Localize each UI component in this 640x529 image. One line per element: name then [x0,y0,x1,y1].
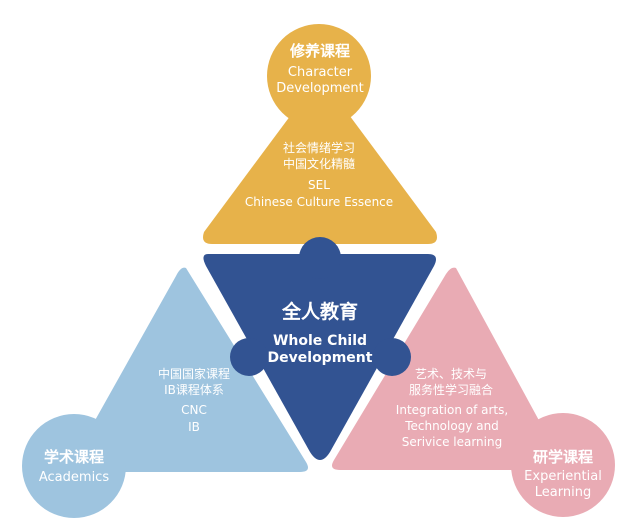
academics-body-line2: IB课程体系 [164,382,224,397]
experiential-body-line2: 服务性学习融合 [409,382,493,397]
character-title-cn: 修养课程 [289,42,350,60]
character-development-segment [203,24,437,244]
experiential-learning-triangle [332,267,566,470]
experiential-learning-bubble [511,413,615,517]
character-development-bubble [267,24,371,128]
whole-child-title-en-line2: Development [268,350,373,366]
academics-body-line1: 中国国家课程 [158,366,230,381]
experiential-title-en-line2: Learning [535,485,591,500]
whole-child-center [203,237,436,460]
experiential-title-en-line1: Experiential [524,469,602,484]
academics-segment [22,267,308,518]
character-title-en-line1: Character [288,65,353,80]
puzzle-knob-right [373,338,411,376]
experiential-learning-segment [332,267,615,517]
character-body-line4: Chinese Culture Essence [245,195,393,209]
experiential-title-cn: 研学课程 [533,448,593,466]
academics-bubble [22,414,126,518]
puzzle-knob-left [230,338,268,376]
character-title-en-line2: Development [276,81,364,96]
experiential-body-line1: 艺术、技术与 [415,367,487,381]
experiential-body-line5: Serivice learning [402,435,502,449]
experiential-body-line4: Technology and [404,419,499,433]
academics-body-line4: IB [188,420,200,434]
puzzle-knob-top [299,237,341,279]
whole-child-inverted-triangle [203,254,436,460]
whole-child-title-cn: 全人教育 [281,300,358,323]
academics-title-cn: 学术课程 [44,448,104,466]
character-development-triangle [203,100,437,244]
academics-title-en: Academics [39,470,109,485]
character-body-line1: 社会情绪学习 [283,140,355,155]
character-body-line2: 中国文化精髓 [283,156,355,171]
whole-child-title-en-line1: Whole Child [273,333,367,349]
academics-triangle [66,267,308,472]
experiential-body-line3: Integration of arts, [396,403,508,417]
character-body-line3: SEL [308,178,330,192]
academics-body-line3: CNC [181,403,207,417]
